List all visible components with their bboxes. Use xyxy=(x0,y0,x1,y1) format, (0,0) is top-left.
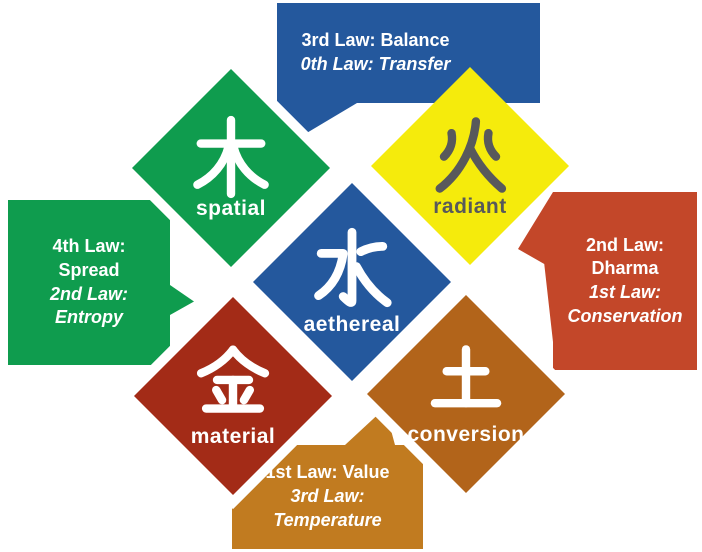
wood-label: spatial xyxy=(195,197,267,220)
water-kanji-icon xyxy=(314,227,392,308)
metal-kanji-icon xyxy=(196,345,270,413)
earth-kanji-icon xyxy=(430,345,502,408)
callout-right-line3: 1st Law: xyxy=(588,282,662,302)
callout-top-line1: 3rd Law: Balance xyxy=(301,30,450,51)
diamond-metal: material xyxy=(119,282,347,510)
diamond-wood: spatial xyxy=(117,54,345,282)
callout-right-line4: Conservation xyxy=(567,305,683,326)
callout-dharma-conservation: 2nd Law: Dharma 1st Law: Conservation xyxy=(553,192,697,370)
callout-bottom-line1: 1st Law: Value xyxy=(265,462,390,483)
callout-left-line3: 2nd Law: xyxy=(49,283,128,304)
fire-kanji-icon xyxy=(435,117,507,193)
water-label: aethereal xyxy=(303,313,401,336)
fire-label: radiant xyxy=(433,195,507,218)
callout-left-line4: Entropy xyxy=(54,307,123,328)
callout-spread-entropy: 4th Law: Spread 2nd Law: Entropy xyxy=(8,200,170,365)
callout-left-line2: Spread xyxy=(58,259,120,280)
diamond-fire: radiant xyxy=(371,67,569,265)
metal-label: material xyxy=(190,425,276,448)
callout-spread-entropy-tail xyxy=(170,285,194,315)
callout-bottom-line3: Temperature xyxy=(273,509,382,530)
callout-bottom-line2: 3rd Law: xyxy=(290,486,365,507)
earth-label: conversion xyxy=(407,423,525,446)
callout-balance-transfer: 3rd Law: Balance 0th Law: Transfer xyxy=(277,3,540,103)
diamond-earth: conversion xyxy=(352,280,580,508)
callout-left-line1: 4th Law: xyxy=(52,236,126,256)
wood-kanji-icon xyxy=(193,115,269,199)
callout-right-line2: Dharma xyxy=(591,258,659,279)
diamond-water: aethereal xyxy=(238,168,466,396)
callout-top-line2: 0th Law: Transfer xyxy=(300,54,451,74)
callout-right-line1: 2nd Law: xyxy=(585,234,664,255)
